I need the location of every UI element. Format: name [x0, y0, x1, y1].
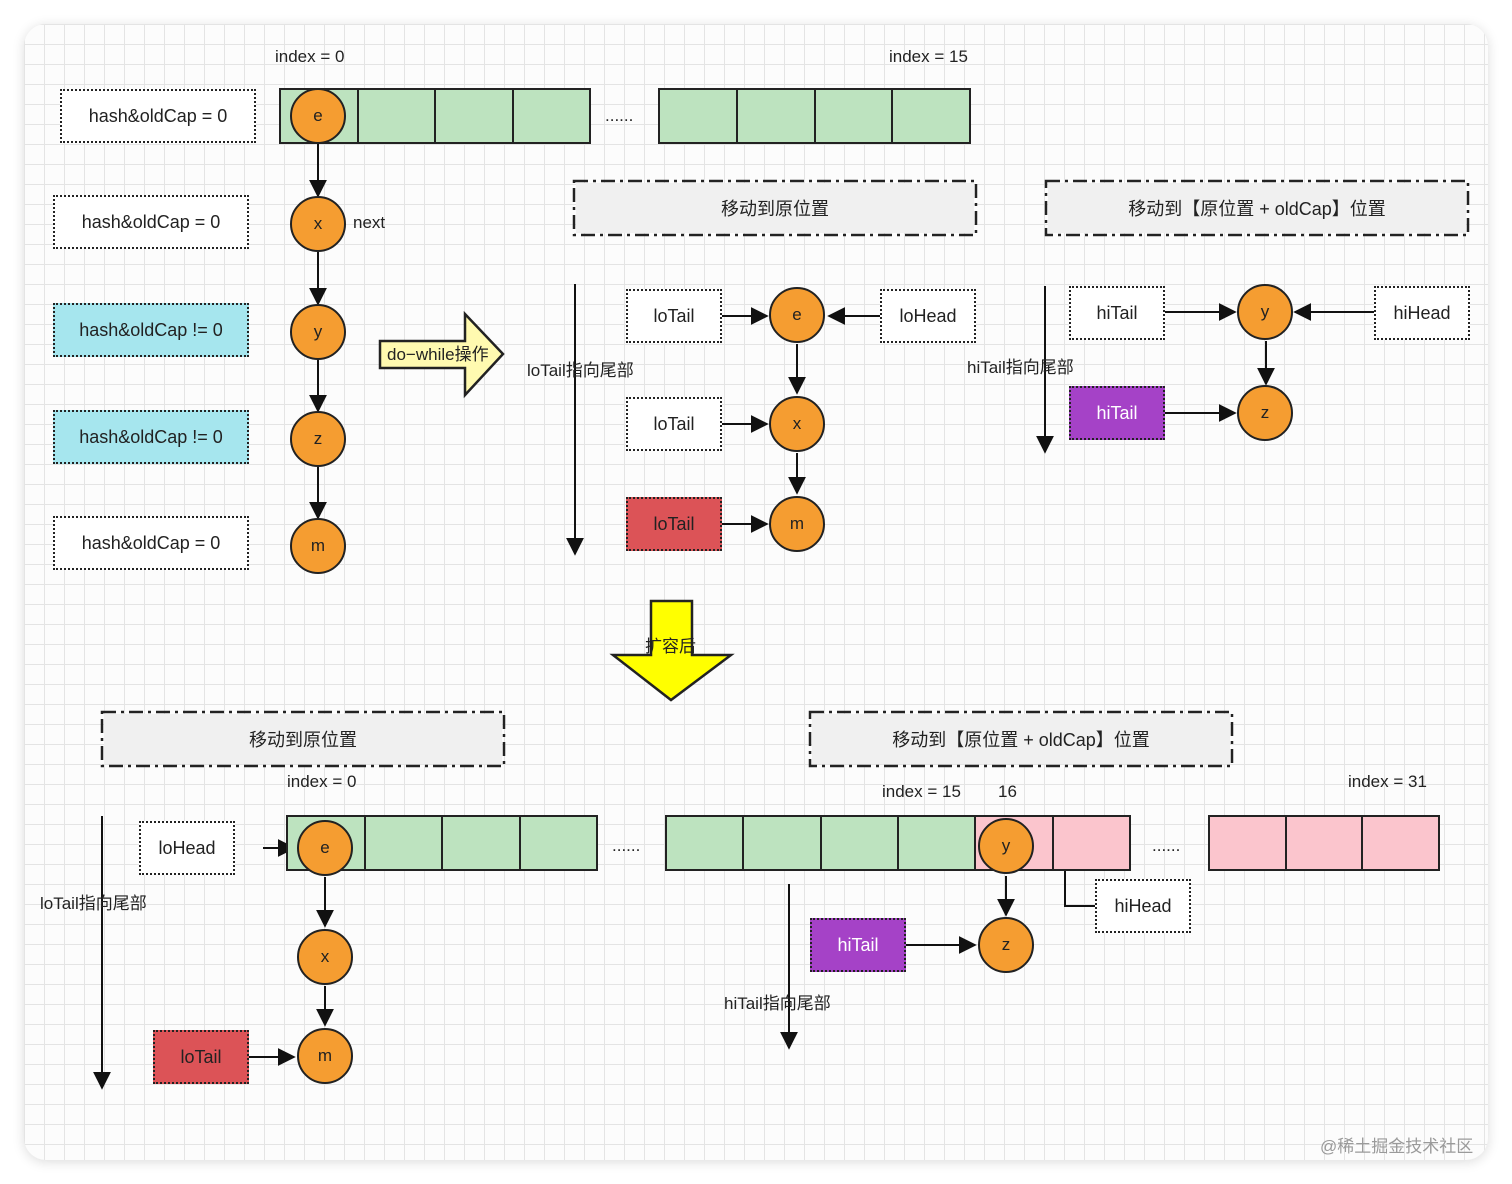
lo-node-x: x — [769, 396, 825, 452]
bottom-index-15: index = 15 — [882, 782, 961, 801]
bottom-lo-node-e: e — [297, 820, 353, 876]
lo-tail-3: loTail — [626, 497, 722, 551]
node-z: z — [290, 411, 346, 467]
bottom-hi-node-z: z — [978, 917, 1034, 973]
lo-node-m: m — [769, 496, 825, 552]
bucket — [898, 817, 977, 869]
bottom-lo-node-m: m — [297, 1028, 353, 1084]
bottom-hi-node-y: y — [978, 818, 1034, 874]
next-label: next — [353, 213, 386, 232]
bucket — [821, 817, 899, 869]
bottom-lo-frame — [100, 710, 506, 768]
bucket — [1363, 817, 1439, 869]
bottom-index-start: index = 0 — [287, 772, 357, 791]
lo-group-title: 移动到原位置 — [576, 183, 974, 233]
condition-z: hash&oldCap != 0 — [53, 410, 249, 464]
hi-pointer-label: hiTail指向尾部 — [967, 358, 1074, 377]
bucket — [1053, 817, 1129, 869]
condition-e: hash&oldCap = 0 — [60, 89, 256, 143]
new-table-mid — [665, 815, 1131, 871]
bucket — [520, 817, 596, 869]
old-table-right — [658, 88, 971, 144]
index-start-label: index = 0 — [275, 47, 345, 66]
bucket — [358, 90, 436, 142]
bottom-hi-title: 移动到【原位置 + oldCap】位置 — [812, 714, 1230, 764]
bucket — [893, 90, 969, 142]
bucket — [1210, 817, 1287, 869]
bucket — [436, 90, 514, 142]
lo-tail-1: loTail — [626, 289, 722, 343]
bottom-hi-pointer-label: hiTail指向尾部 — [724, 994, 831, 1013]
bottom-lo-tail: loTail — [153, 1030, 249, 1084]
watermark: @稀土掘金技术社区 — [1320, 1137, 1474, 1156]
bucket — [815, 90, 894, 142]
bucket — [443, 817, 521, 869]
bucket — [1286, 817, 1364, 869]
hi-head: hiHead — [1374, 286, 1470, 340]
bucket — [667, 817, 745, 869]
bucket — [660, 90, 738, 142]
old-table-left — [279, 88, 591, 144]
bottom-ellipsis-1: ...... — [612, 836, 641, 855]
ellipsis: ...... — [605, 106, 634, 125]
canvas: 移动到原位置 移动到【原位置 + oldCap】位置 移动到原位置 移动到【原位… — [24, 24, 1488, 1160]
index-end-label: index = 15 — [889, 47, 968, 66]
lo-head: loHead — [880, 289, 976, 343]
node-y: y — [290, 304, 346, 360]
new-table-end — [1208, 815, 1440, 871]
bucket — [365, 817, 443, 869]
hi-group-frame — [1044, 179, 1470, 237]
condition-x: hash&oldCap = 0 — [53, 195, 249, 249]
bucket — [513, 90, 589, 142]
bottom-ellipsis-2: ...... — [1152, 836, 1181, 855]
hi-group-title: 移动到【原位置 + oldCap】位置 — [1048, 183, 1466, 233]
bottom-hi-tail: hiTail — [810, 918, 906, 972]
lo-node-e: e — [769, 287, 825, 343]
hi-node-z: z — [1237, 385, 1293, 441]
lo-tail-2: loTail — [626, 397, 722, 451]
connectors — [93, 142, 1470, 1090]
node-x: x — [290, 196, 346, 252]
do-while-label: do−while操作 — [387, 345, 489, 364]
bottom-index-end: index = 31 — [1348, 772, 1427, 791]
hi-node-y: y — [1237, 284, 1293, 340]
bottom-lo-head: loHead — [139, 821, 235, 875]
bottom-hi-head: hiHead — [1095, 879, 1191, 933]
lo-group-frame — [572, 179, 978, 237]
node-e: e — [290, 88, 346, 144]
bucket — [737, 90, 816, 142]
resize-arrow — [609, 599, 735, 702]
bucket — [744, 817, 822, 869]
bottom-index-16: 16 — [998, 782, 1017, 801]
condition-y: hash&oldCap != 0 — [53, 303, 249, 357]
bottom-lo-title: 移动到原位置 — [104, 714, 502, 764]
bottom-lo-node-x: x — [297, 929, 353, 985]
do-while-arrow — [378, 310, 505, 399]
bottom-lo-pointer-label: loTail指向尾部 — [40, 894, 147, 913]
hi-tail-2: hiTail — [1069, 386, 1165, 440]
resize-label: 扩容后 — [645, 637, 696, 656]
node-m: m — [290, 518, 346, 574]
condition-m: hash&oldCap = 0 — [53, 516, 249, 570]
lo-pointer-label: loTail指向尾部 — [527, 361, 634, 380]
hi-tail-1: hiTail — [1069, 286, 1165, 340]
bottom-hi-frame — [808, 710, 1234, 768]
